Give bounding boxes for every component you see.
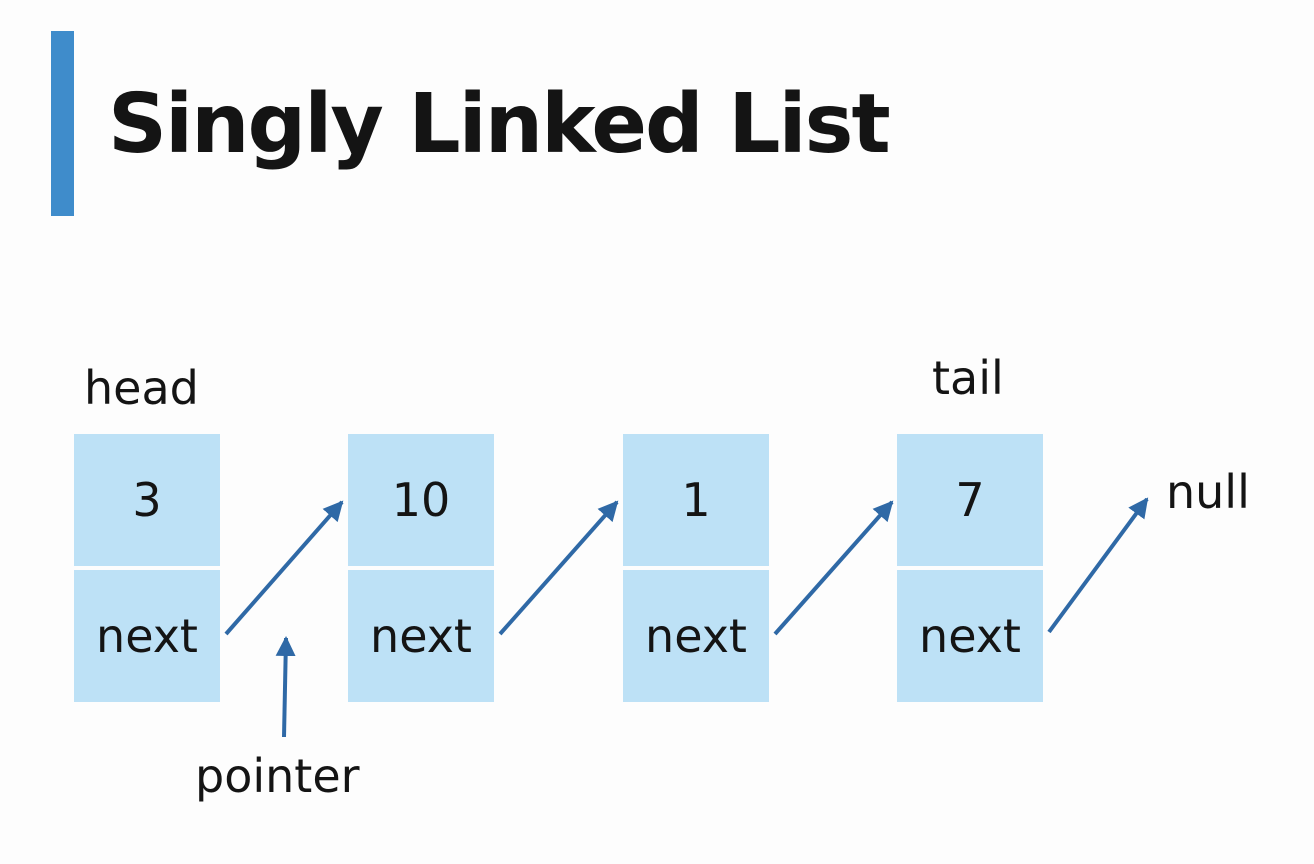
edge-node1-to-node2 <box>224 500 344 636</box>
title-accent-bar <box>51 31 74 216</box>
node-4-value: 7 <box>897 434 1043 566</box>
slide-title: Singly Linked List <box>108 77 891 172</box>
node-1-next: next <box>74 570 220 702</box>
node-1-value: 3 <box>74 434 220 566</box>
null-label: null <box>1166 465 1250 519</box>
node-2-value: 10 <box>348 434 494 566</box>
node-2-next: next <box>348 570 494 702</box>
pointer-indicator-arrow <box>275 636 296 738</box>
node-1: 3 next <box>74 434 220 702</box>
node-3: 1 next <box>623 434 769 702</box>
edge-node3-to-node4 <box>773 500 894 636</box>
node-2: 10 next <box>348 434 494 702</box>
node-4-next: next <box>897 570 1043 702</box>
node-4: 7 next <box>897 434 1043 702</box>
tail-label: tail <box>932 351 1004 405</box>
head-label: head <box>84 361 199 415</box>
node-3-next: next <box>623 570 769 702</box>
pointer-label: pointer <box>195 749 360 803</box>
edge-node2-to-node3 <box>498 500 619 636</box>
edge-node4-to-null <box>1047 497 1149 634</box>
node-3-value: 1 <box>623 434 769 566</box>
